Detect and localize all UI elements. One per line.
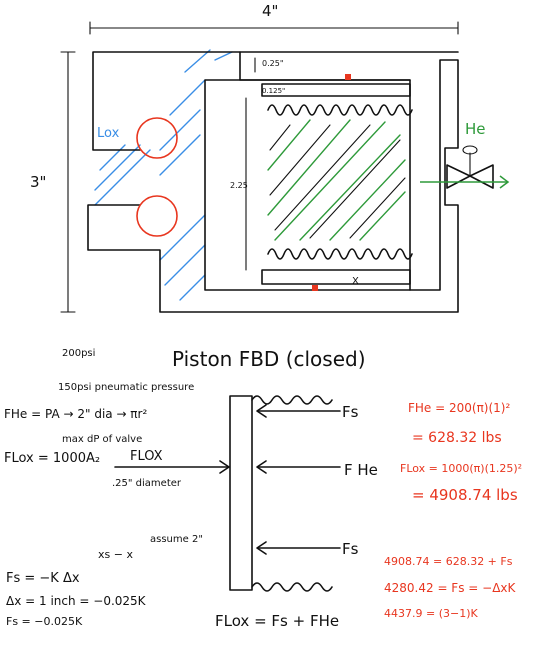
- lox-label: Lox: [97, 126, 120, 141]
- dim-inner-gap: 0.125": [262, 87, 285, 95]
- lower-spring: [267, 248, 413, 260]
- fhe-arrowhead: [256, 460, 267, 474]
- width-label: 4": [262, 2, 278, 20]
- psi-200-label: 200psi: [62, 348, 95, 359]
- dim-piston-travel: 2.25: [230, 181, 248, 190]
- fhe-label: F He: [344, 461, 378, 479]
- fs-equation: Fs = −0.025K: [6, 615, 83, 628]
- flox-arrow-label: FLOX: [130, 449, 163, 464]
- calc-line-5: 4908.74 = 628.32 + Fs: [384, 555, 513, 568]
- flox-equation: FLox = 1000A₂: [4, 451, 100, 466]
- max-dp-label: max dP of valve: [62, 434, 142, 445]
- dim-top-gap: 0.25": [262, 59, 284, 68]
- lox-port-upper: [136, 117, 178, 159]
- piston-fbd: Piston FBD (closed) 200psi 150psi pneuma…: [4, 347, 378, 630]
- he-valve-handle: [462, 145, 478, 155]
- he-chamber-hatch: [267, 119, 406, 241]
- piston-bore-outline: [204, 79, 411, 291]
- calc-line-7: 4437.9 = (3−1)K: [384, 607, 478, 620]
- fs-bottom-label: Fs: [342, 540, 359, 558]
- fbd-spring-top: [251, 395, 333, 405]
- upper-spring-housing: [261, 83, 411, 97]
- fbd-spring-bottom: [251, 582, 333, 592]
- force-balance-equation: FLox = Fs + FHe: [215, 612, 339, 630]
- spring-x-mark: X: [352, 276, 359, 287]
- calc-line-2: = 628.32 lbs: [412, 430, 502, 446]
- xs-minus-x-label: xs − x: [98, 548, 133, 561]
- flox-arrowhead: [219, 460, 230, 474]
- he-flow-arrowhead: [499, 175, 510, 189]
- spring-equation: Fs = −K Δx: [6, 571, 80, 586]
- calc-line-1: FHe = 200(π)(1)²: [408, 401, 510, 415]
- fs-bottom-arrowhead: [256, 541, 267, 555]
- fbd-title: Piston FBD (closed): [172, 347, 366, 371]
- fs-top-label: Fs: [342, 403, 359, 421]
- piston-body-hatch: [269, 124, 406, 239]
- diameter-label: .25" diameter: [112, 478, 182, 489]
- calc-line-4: = 4908.74 lbs: [412, 486, 518, 504]
- fs-top-arrowhead: [256, 404, 267, 418]
- fhe-equation: FHe = PA → 2" dia → πr²: [4, 407, 147, 421]
- he-label: He: [465, 120, 486, 138]
- red-seal-marker-bottom: [312, 285, 318, 291]
- valve-cross-section: 4" 3" Lox 0.25": [30, 2, 510, 313]
- calc-line-3: FLox = 1000(π)(1.25)²: [400, 462, 522, 475]
- calc-line-6: 4280.42 = Fs = −ΔxK: [384, 581, 517, 595]
- lox-hatch: [94, 49, 233, 301]
- red-seal-marker-top: [345, 74, 351, 80]
- red-calculations: FHe = 200(π)(1)² = 628.32 lbs FLox = 100…: [384, 401, 522, 620]
- lox-port-lower: [136, 195, 178, 237]
- height-label: 3": [30, 173, 46, 191]
- dx-equation: Δx = 1 inch = −0.025K: [6, 594, 147, 608]
- assume-label: assume 2": [150, 534, 203, 545]
- piston-plate: [229, 395, 253, 591]
- lower-spring-housing: [261, 269, 411, 285]
- upper-spring: [267, 104, 413, 116]
- psi-150-label: 150psi pneumatic pressure: [58, 382, 194, 393]
